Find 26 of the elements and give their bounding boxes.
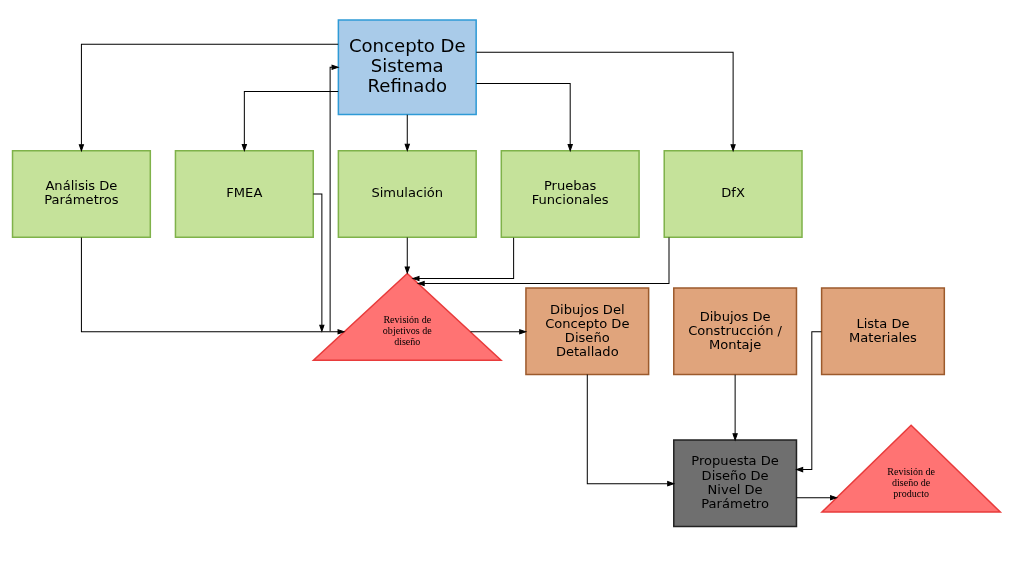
arrow: [796, 494, 839, 501]
node-box: Concepto De Sistema Refinado: [337, 19, 477, 116]
arrow: [404, 236, 411, 275]
arrow: [475, 82, 573, 153]
node-box: Dibujos Del Concepto De Diseño Detallado: [525, 287, 650, 376]
arrow: [411, 237, 515, 282]
arrow: [795, 331, 822, 473]
arrow: [475, 51, 736, 153]
arrow: [312, 193, 325, 333]
node-box: Pruebas Funcionales: [500, 150, 640, 238]
arrow: [404, 114, 411, 152]
node-box: Análisis De Parámetros: [11, 150, 152, 238]
arrow: [416, 236, 670, 287]
arrow: [78, 43, 339, 153]
arrow: [586, 374, 676, 487]
node-box: DfX: [663, 150, 803, 238]
node-box: FMEA: [174, 150, 314, 238]
node-box: Lista De Materiales: [820, 287, 946, 376]
arrow: [732, 374, 738, 442]
arrow: [470, 328, 528, 335]
arrow: [241, 90, 339, 153]
node-box: Simulación: [337, 150, 477, 238]
arrow: [80, 237, 346, 335]
arrow: [329, 64, 340, 332]
node-box: Propuesta De Diseño De Nivel De Parámetro: [673, 439, 798, 528]
node-box: Dibujos De Construcción / Montaje: [673, 287, 798, 376]
